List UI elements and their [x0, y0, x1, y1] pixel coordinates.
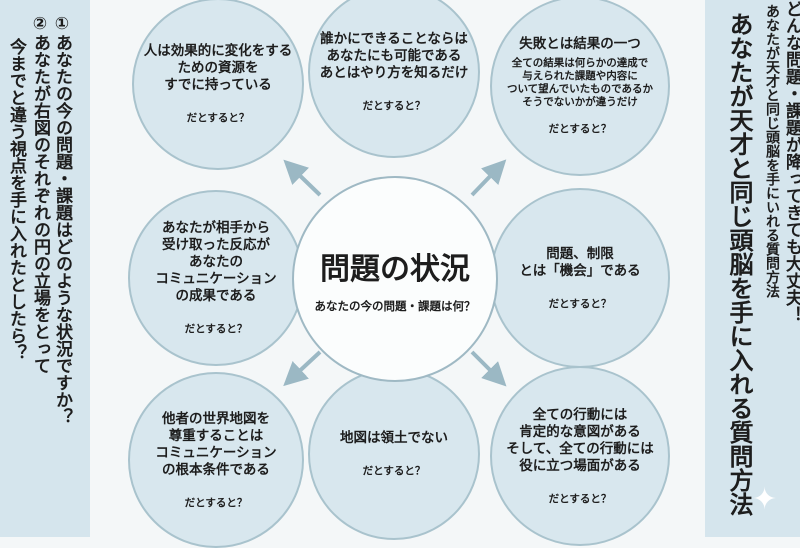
center-question: あなたの今の問題・課題は何？: [314, 299, 476, 313]
arrow-top-left: [283, 159, 322, 197]
circle-ask: だとすると？: [548, 123, 612, 135]
tagline: どんな問題・課題が降ってきても大丈夫！: [782, 0, 800, 323]
circle-ask: だとすると？: [548, 297, 612, 310]
circle-opportunity: 問題、制限 とは「機会」である だとすると？: [490, 188, 670, 368]
instructions-panel: ①あなたの今の問題・課題はどのような状況ですか？ ②あなたが右図のそれぞれの円の…: [0, 0, 90, 537]
circle-ask: だとすると？: [184, 496, 248, 509]
instruction-3: 今までと違う視点を手に入れたとしたら？: [6, 38, 26, 361]
circle-ask: だとすると？: [548, 492, 612, 505]
circle-map-territory: 地図は領土でない だとすると？: [308, 368, 480, 540]
circle-text: 誰かにできることならは あなたにも可能である あとはやり方を知るだけ: [319, 31, 469, 81]
circle-subtext: 全ての結果は何らかの達成で 与えられた課題や内容に ついて望んでいたものであるか…: [506, 57, 654, 108]
circle-text: 全ての行動には 肯定的な意図がある そして、全ての行動には 役に立つ場面がある: [506, 406, 654, 474]
arrows: [283, 159, 507, 387]
circle-communication: あなたが相手から 受け取った反応が あなたの コミュニケーション の成果である …: [128, 190, 304, 366]
circle-failure: 失敗とは結果の一つ 全ての結果は何らかの達成で 与えられた課題や内容に ついて望…: [490, 0, 670, 176]
center-title: 問題の状況: [320, 252, 470, 287]
main-title: あなたが天才と同じ頭脳を手に入れる質問方法: [725, 12, 753, 516]
circle-text: 人は効果的に変化をする ための資源を すでに持っている: [143, 43, 293, 93]
circle-text: 他者の世界地図を 尊重することは コミュニケーション の根本条件である: [155, 410, 277, 478]
circle-text: 問題、制限 とは「機会」である: [519, 245, 641, 279]
circle-ask: だとすると？: [362, 465, 426, 477]
circle-text: 地図は領土でない: [340, 430, 448, 446]
circle-world-map: 他者の世界地図を 尊重することは コミュニケーション の根本条件である だとする…: [128, 372, 304, 548]
arrow-bottom-left: [283, 350, 322, 387]
circle-possible: 誰かにできることならは あなたにも可能である あとはやり方を知るだけ だとすると…: [308, 0, 480, 158]
instruction-1: ①あなたの今の問題・課題はどのような状況ですか？: [52, 14, 72, 425]
title-panel: どんな問題・課題が降ってきても大丈夫！ あなたが天才と同じ頭脳を手にいれる質問方…: [705, 0, 800, 537]
sparkle-icon: ✦: [752, 482, 778, 517]
circle-ask: だとすると？: [362, 100, 426, 112]
center-circle: 問題の状況 あなたの今の問題・課題は何？: [292, 176, 498, 382]
circle-text: あなたが相手から 受け取った反応が あなたの コミュニケーション の成果である: [155, 220, 277, 304]
circle-text: 失敗とは結果の一つ: [519, 36, 641, 52]
circle-ask: だとすると？: [186, 112, 250, 124]
circle-ask: だとすると？: [184, 323, 248, 335]
instruction-2: ②あなたが右図のそれぞれの円の立場をとって: [30, 14, 50, 374]
subtitle: あなたが天才と同じ頭脳を手にいれる質問方法: [764, 4, 780, 298]
arrow-bottom-right: [470, 350, 507, 387]
circle-positive-intent: 全ての行動には 肯定的な意図がある そして、全ての行動には 役に立つ場面がある …: [490, 366, 670, 546]
arrow-top-right: [470, 159, 507, 197]
circle-resources: 人は効果的に変化をする ための資源を すでに持っている だとすると？: [132, 0, 304, 170]
